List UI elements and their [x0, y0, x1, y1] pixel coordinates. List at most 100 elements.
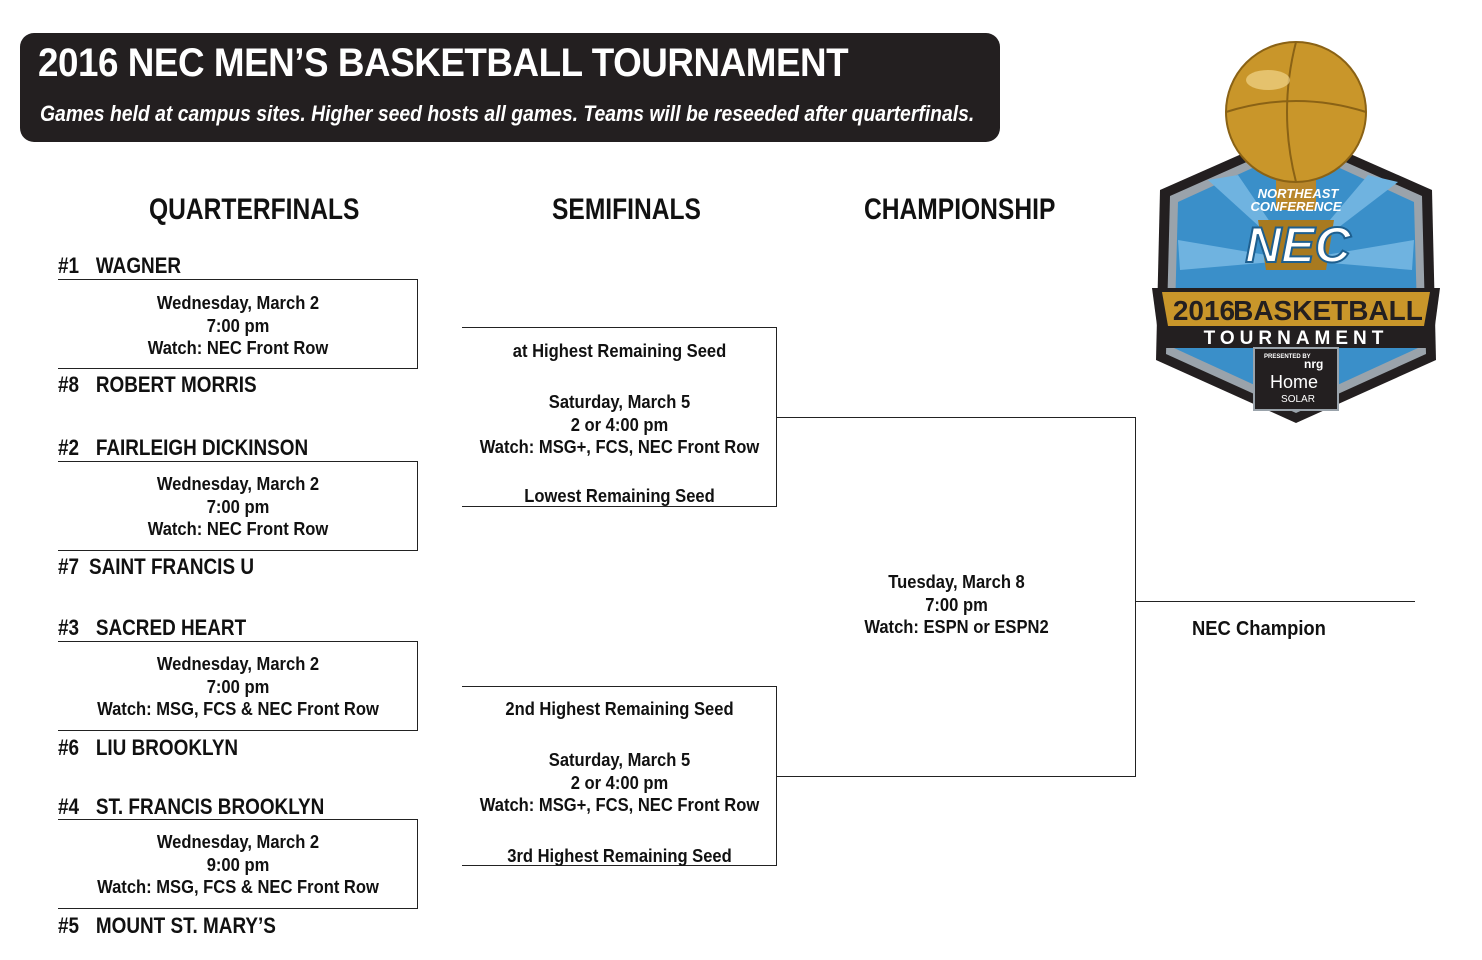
bracket-line — [776, 327, 777, 507]
game-time: 7:00 pm — [206, 315, 270, 336]
team-slot: #3 SACRED HEART — [58, 615, 246, 641]
team-seed: #2 — [58, 435, 80, 460]
slot-label: Lowest Remaining Seed — [524, 486, 715, 506]
bracket-line — [58, 461, 418, 462]
game-date: Wednesday, March 2 — [156, 474, 320, 494]
page-title: 2016 NEC MEN’S BASKETBALL TOURNAMENT — [38, 41, 849, 85]
game-broadcast: Watch: NEC Front Row — [147, 519, 329, 539]
team-name: SACRED HEART — [95, 615, 247, 640]
bracket-line — [417, 641, 418, 731]
bracket-line — [417, 819, 418, 909]
champion-label: NEC Champion — [1192, 618, 1326, 640]
bracket-line — [462, 686, 777, 687]
trophy-base — [1258, 220, 1334, 270]
logo-tournament-text: TOURNAMENT — [1204, 328, 1389, 349]
team-seed: #4 — [58, 794, 80, 819]
semifinal-bottom-slot: Lowest Remaining Seed — [462, 485, 777, 508]
nec-tournament-logo: NORTHEAST CONFERENCE NEC 2016 BASKETBALL… — [1152, 41, 1440, 423]
game-time: 2 or 4:00 pm — [570, 772, 669, 793]
bracket-line — [417, 279, 418, 369]
game-info: Wednesday, March 2 7:00 pm Watch: MSG, F… — [58, 653, 418, 721]
team-seed: #1 — [58, 253, 80, 278]
championship-game-info: Tuesday, March 8 7:00 pm Watch: ESPN or … — [777, 571, 1136, 639]
game-date: Saturday, March 5 — [548, 392, 691, 412]
team-name: MOUNT ST. MARY’S — [95, 913, 276, 938]
sponsor-solar: SOLAR — [1281, 394, 1315, 405]
game-info: Saturday, March 5 2 or 4:00 pm Watch: MS… — [462, 391, 777, 459]
slot-label: at Highest Remaining Seed — [512, 341, 727, 361]
game-info: Wednesday, March 2 7:00 pm Watch: NEC Fr… — [58, 292, 418, 360]
bracket-line — [58, 819, 418, 820]
game-broadcast: Watch: MSG, FCS & NEC Front Row — [97, 699, 379, 719]
bracket-line — [58, 279, 418, 280]
team-name: FAIRLEIGH DICKINSON — [95, 435, 309, 460]
game-broadcast: Watch: NEC Front Row — [147, 338, 329, 358]
team-name: LIU BROOKLYN — [95, 735, 239, 760]
logo-year-text: 2016 — [1173, 295, 1235, 326]
game-time: 7:00 pm — [206, 496, 270, 517]
team-slot: #6 LIU BROOKLYN — [58, 735, 238, 761]
slot-label: 2nd Highest Remaining Seed — [505, 699, 734, 719]
round-header-semifinals: SEMIFINALS — [552, 193, 701, 226]
bracket-line — [462, 327, 777, 328]
team-name: ROBERT MORRIS — [95, 372, 257, 397]
semifinal-top-slot: 2nd Highest Remaining Seed — [462, 698, 777, 721]
team-seed: #8 — [58, 372, 80, 397]
game-date: Wednesday, March 2 — [156, 654, 320, 674]
team-slot: #8 ROBERT MORRIS — [58, 372, 257, 398]
team-seed: #6 — [58, 735, 80, 760]
logo-presented-by: PRESENTED BY — [1264, 354, 1311, 360]
bracket-line — [1136, 601, 1415, 602]
team-name: WAGNER — [95, 253, 181, 278]
team-seed: #3 — [58, 615, 80, 640]
sponsor-brand: nrg — [1304, 357, 1323, 371]
game-date: Saturday, March 5 — [548, 750, 691, 770]
team-seed: #5 — [58, 913, 80, 938]
round-header-championship: CHAMPIONSHIP — [864, 193, 1056, 226]
team-slot: #7 SAINT FRANCIS U — [58, 554, 254, 580]
game-date: Tuesday, March 8 — [888, 572, 1025, 592]
team-name: SAINT FRANCIS U — [88, 554, 254, 579]
bracket-line — [58, 368, 418, 369]
header-banner — [20, 33, 1000, 142]
bracket-line — [777, 417, 1136, 418]
team-slot: #4 ST. FRANCIS BROOKLYN — [58, 794, 324, 820]
bracket-line — [777, 776, 1136, 777]
page-subtitle: Games held at campus sites. Higher seed … — [40, 101, 975, 126]
logo-conference-text: CONFERENCE — [1250, 199, 1341, 214]
bracket-line — [58, 550, 418, 551]
game-time: 9:00 pm — [206, 854, 270, 875]
bracket-line — [1135, 417, 1136, 777]
bracket-line — [58, 908, 418, 909]
sponsor-plate — [1253, 347, 1339, 411]
team-slot: #5 MOUNT ST. MARY’S — [58, 913, 276, 939]
bracket-line — [462, 506, 777, 507]
team-slot: #2 FAIRLEIGH DICKINSON — [58, 435, 308, 461]
game-date: Wednesday, March 2 — [156, 832, 320, 852]
bracket-line — [417, 461, 418, 551]
game-broadcast: Watch: MSG, FCS & NEC Front Row — [97, 877, 379, 897]
bracket-line — [776, 686, 777, 866]
game-date: Wednesday, March 2 — [156, 293, 320, 313]
game-time: 2 or 4:00 pm — [570, 414, 669, 435]
game-time: 7:00 pm — [206, 676, 270, 697]
game-broadcast: Watch: MSG+, FCS, NEC Front Row — [479, 437, 760, 457]
logo-northeast-text: NORTHEAST — [1258, 186, 1340, 201]
bracket-line — [58, 641, 418, 642]
logo-nec-text: NEC — [1245, 217, 1351, 273]
round-header-quarterfinals: QUARTERFINALS — [149, 193, 360, 226]
game-info: Saturday, March 5 2 or 4:00 pm Watch: MS… — [462, 749, 777, 817]
team-slot: #1 WAGNER — [58, 253, 181, 279]
logo-basketball-text: BASKETBALL — [1233, 295, 1423, 326]
semifinal-top-slot: at Highest Remaining Seed — [462, 340, 777, 363]
game-time: 7:00 pm — [925, 594, 988, 615]
game-info: Wednesday, March 2 7:00 pm Watch: NEC Fr… — [58, 473, 418, 541]
slot-label: 3rd Highest Remaining Seed — [507, 846, 732, 866]
logo-banner-gold — [1162, 292, 1430, 326]
sponsor-home: Home — [1270, 372, 1318, 392]
team-seed: #7 — [58, 554, 80, 579]
game-info: Wednesday, March 2 9:00 pm Watch: MSG, F… — [58, 831, 418, 899]
semifinal-bottom-slot: 3rd Highest Remaining Seed — [462, 845, 777, 868]
team-name: ST. FRANCIS BROOKLYN — [95, 794, 325, 819]
bracket-line — [462, 865, 777, 866]
